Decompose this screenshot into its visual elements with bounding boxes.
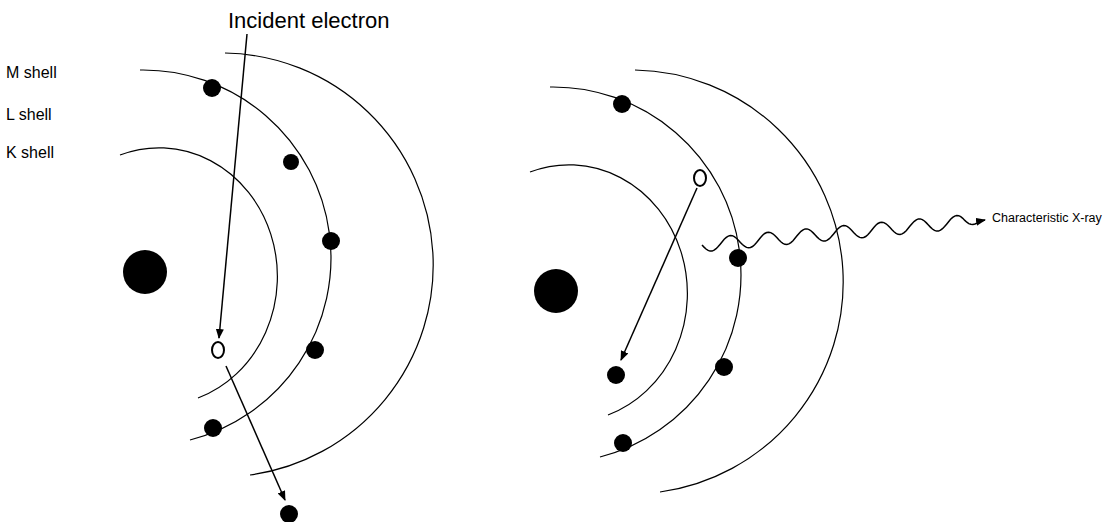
xray-label: Characteristic X-ray <box>992 211 1102 225</box>
shell-arcs <box>530 70 843 492</box>
nucleus <box>534 269 578 313</box>
transition-arrow <box>621 188 697 360</box>
nucleus <box>123 250 167 294</box>
shell-label: M shell <box>6 64 57 82</box>
electrons <box>203 79 340 522</box>
incident-label: Incident electron <box>228 8 389 33</box>
shell-arcs <box>120 53 433 475</box>
incident-arrow <box>219 34 247 338</box>
shell-label: K shell <box>6 144 54 162</box>
vacancy <box>212 342 224 358</box>
vacancy <box>694 170 706 186</box>
electrons <box>607 95 747 452</box>
ejection-arrow <box>226 366 285 500</box>
xray-wave <box>702 216 985 252</box>
shell-label: L shell <box>6 106 52 124</box>
